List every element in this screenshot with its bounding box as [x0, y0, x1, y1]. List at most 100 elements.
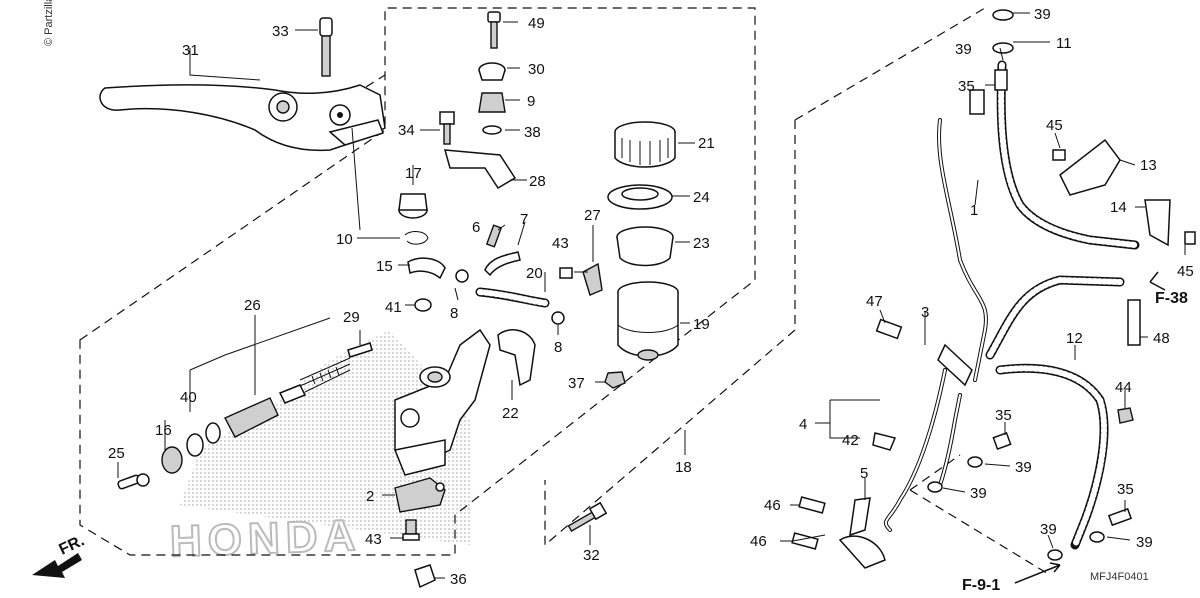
reservoir-plate: [607, 184, 673, 210]
callout-42[interactable]: 42: [842, 432, 859, 449]
circlip-10: [404, 231, 429, 245]
callout-33[interactable]: 33: [272, 23, 289, 40]
callout-2[interactable]: 2: [366, 488, 374, 505]
bolt-47: [875, 318, 903, 340]
callout-43-upper[interactable]: 43: [552, 235, 569, 252]
callout-39-e[interactable]: 39: [1040, 521, 1057, 538]
screw-49: [487, 11, 501, 49]
bolt-43-upper: [559, 267, 573, 279]
callout-3[interactable]: 3: [921, 304, 929, 321]
joint-3: [937, 343, 973, 387]
callout-46-a[interactable]: 46: [764, 497, 781, 514]
callout-46-b[interactable]: 46: [750, 533, 767, 550]
reservoir-cap: [614, 121, 676, 168]
master-cylinder-group-outline: [79, 7, 756, 556]
callout-7[interactable]: 7: [520, 211, 528, 228]
callout-9[interactable]: 9: [527, 93, 535, 110]
callout-22[interactable]: 22: [502, 405, 519, 422]
callout-32[interactable]: 32: [583, 547, 600, 564]
callout-6[interactable]: 6: [472, 219, 480, 236]
watermark: © Partzilla.com: [43, 0, 55, 46]
callout-35-c[interactable]: 35: [1117, 481, 1134, 498]
leader-lines: [117, 12, 1186, 579]
clip-42: [872, 432, 897, 451]
callout-43-lower[interactable]: 43: [365, 531, 382, 548]
reservoir-diaphragm: [616, 226, 674, 267]
callout-45-b[interactable]: 45: [1177, 263, 1194, 280]
ref-f38-arrow: [1149, 271, 1166, 291]
callout-49[interactable]: 49: [528, 15, 545, 32]
boot-9: [478, 92, 506, 113]
callout-36[interactable]: 36: [450, 571, 467, 588]
brake-pipe-4: [883, 368, 962, 532]
ref-f38[interactable]: F-38: [1155, 290, 1188, 307]
callout-44[interactable]: 44: [1115, 379, 1132, 396]
callout-38[interactable]: 38: [524, 124, 541, 141]
callout-11[interactable]: 11: [1056, 35, 1072, 52]
bolt-48: [1127, 299, 1141, 346]
brake-hose-middle: [985, 275, 1125, 360]
callout-28[interactable]: 28: [529, 173, 546, 190]
cap-17: [398, 193, 428, 219]
callout-39-d[interactable]: 39: [970, 485, 987, 502]
callout-23[interactable]: 23: [693, 235, 710, 252]
hose-clip-upper: [455, 269, 469, 283]
cap-30: [478, 62, 506, 81]
callout-29[interactable]: 29: [343, 309, 360, 326]
sensor-wire-1: [937, 89, 988, 382]
callout-1[interactable]: 1: [970, 202, 978, 219]
callout-30[interactable]: 30: [528, 61, 545, 78]
callout-27[interactable]: 27: [584, 207, 601, 224]
callout-13[interactable]: 13: [1140, 157, 1157, 174]
callout-18[interactable]: 18: [675, 459, 692, 476]
callout-34[interactable]: 34: [398, 122, 415, 139]
master-cylinder-body: [393, 328, 491, 476]
callout-41[interactable]: 41: [385, 299, 402, 316]
callout-12[interactable]: 12: [1066, 330, 1083, 347]
piston-kit: [161, 357, 351, 474]
clamp-13: [1059, 138, 1121, 196]
callout-47[interactable]: 47: [866, 293, 883, 310]
callout-24[interactable]: 24: [693, 189, 710, 206]
callout-5[interactable]: 5: [860, 465, 868, 482]
callout-19[interactable]: 19: [693, 316, 710, 333]
ref-f91-arrow: [1014, 562, 1061, 584]
callout-20[interactable]: 20: [526, 265, 543, 282]
hose-group-outline: [909, 454, 1051, 576]
bolts-46: [791, 496, 826, 550]
brake-lever: [99, 84, 386, 152]
callout-26[interactable]: 26: [244, 297, 261, 314]
callout-17[interactable]: 17: [405, 165, 422, 182]
callout-14[interactable]: 14: [1110, 199, 1127, 216]
callout-37[interactable]: 37: [568, 375, 585, 392]
oring-41: [414, 298, 432, 312]
push-rod: [117, 473, 150, 490]
callout-8-upper[interactable]: 8: [450, 305, 458, 322]
callout-39-b[interactable]: 39: [955, 41, 972, 58]
callout-25[interactable]: 25: [108, 445, 125, 462]
callout-48[interactable]: 48: [1153, 330, 1170, 347]
callout-35-a[interactable]: 35: [958, 78, 975, 95]
callout-10[interactable]: 10: [336, 231, 353, 248]
callout-4[interactable]: 4: [799, 416, 807, 433]
callout-45-a[interactable]: 45: [1046, 117, 1063, 134]
screw-6: [485, 224, 503, 248]
pivot-bolt: [319, 17, 333, 77]
callout-35-b[interactable]: 35: [995, 407, 1012, 424]
callout-39-c[interactable]: 39: [1015, 459, 1032, 476]
callout-40[interactable]: 40: [180, 389, 197, 406]
callout-15[interactable]: 15: [376, 258, 393, 275]
clamp-14: [1144, 199, 1171, 247]
callout-16[interactable]: 16: [155, 422, 172, 439]
callout-39-a[interactable]: 39: [1034, 6, 1051, 23]
callout-8-lower[interactable]: 8: [554, 339, 562, 356]
washer-38: [482, 125, 502, 135]
reservoir-group-outline: [544, 7, 986, 547]
ref-f91[interactable]: F-9-1: [962, 577, 1000, 594]
callout-21[interactable]: 21: [698, 135, 715, 152]
callout-39-f[interactable]: 39: [1136, 534, 1153, 551]
callout-31[interactable]: 31: [182, 42, 199, 59]
joint-7: [484, 251, 521, 277]
master-cylinder-holder: [497, 329, 536, 387]
brand-logo: HONDA: [169, 511, 362, 567]
